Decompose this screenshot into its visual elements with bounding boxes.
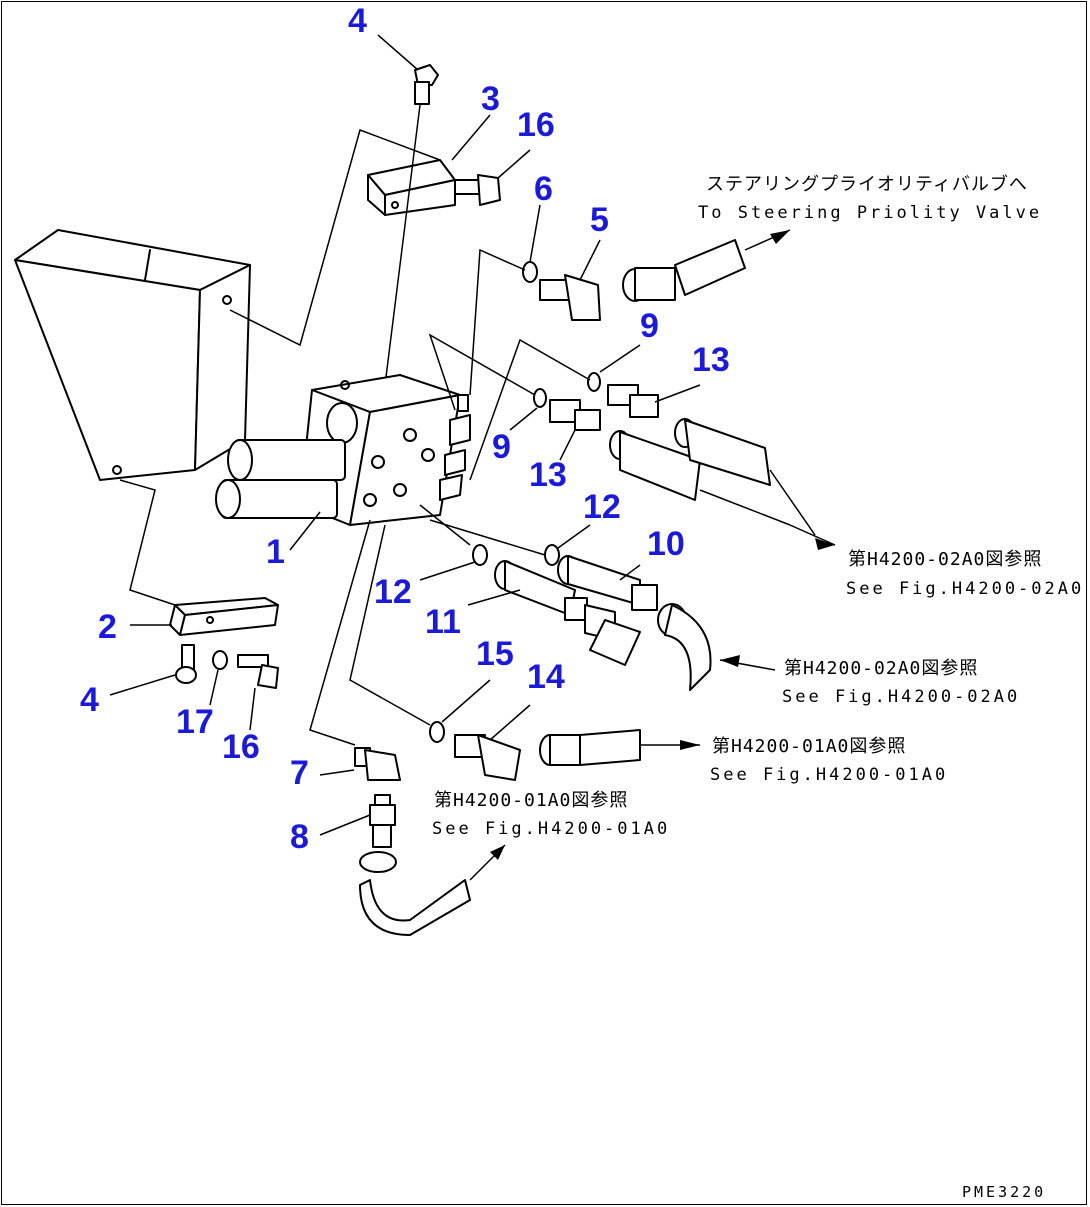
callout-11: 11 <box>425 603 461 641</box>
ref-01a0-right-jp: 第H4200-01A0図参照 <box>712 736 907 757</box>
ref-02a0-upper-jp: 第H4200-02A0図参照 <box>848 549 1043 570</box>
callout-17: 17 <box>176 703 214 741</box>
ref-02a0-lower-jp: 第H4200-02A0図参照 <box>784 658 979 679</box>
callout-13-left: 13 <box>529 456 567 494</box>
ref-01a0-lower-en: See Fig.H4200-01A0 <box>432 819 671 839</box>
port-leader-9a <box>428 333 536 411</box>
callout-2: 2 <box>98 608 117 646</box>
oring-part-12b <box>544 544 560 566</box>
valve-block-part-1 <box>215 374 471 526</box>
callout-16-bottom: 16 <box>222 728 260 766</box>
callout-7: 7 <box>290 754 309 792</box>
washer-part-17 <box>212 650 228 670</box>
oring-part-6 <box>522 261 538 283</box>
callout-16-top: 16 <box>517 106 555 144</box>
callout-4-bottom: 4 <box>80 681 99 719</box>
callout-1: 1 <box>266 533 285 571</box>
ref-01a0-lower-jp: 第H4200-01A0図参照 <box>434 790 629 811</box>
elbow-part-5 <box>539 274 601 321</box>
callout-5: 5 <box>590 201 609 239</box>
cover-box <box>14 229 251 481</box>
callout-14: 14 <box>527 658 565 696</box>
callout-12-left: 12 <box>374 573 412 611</box>
callout-4-top: 4 <box>348 2 367 40</box>
hose-lower <box>359 844 506 936</box>
callout-leaders <box>109 34 701 836</box>
callout-15: 15 <box>476 635 514 673</box>
bolt-part-4-bottom <box>175 644 197 684</box>
callout-9-right: 9 <box>640 307 659 345</box>
hose-part-10 <box>557 555 712 691</box>
fitting-part-13b <box>607 384 659 418</box>
callout-6: 6 <box>534 170 553 208</box>
bracket-part-2 <box>169 597 279 636</box>
hose-pair-upper <box>609 418 836 550</box>
bolt-part-4-top <box>384 64 439 386</box>
callout-13-right: 13 <box>692 341 730 379</box>
ref-02a0-lower-en: See Fig.H4200-02A0 <box>782 687 1021 707</box>
port-leader-7 <box>309 519 371 746</box>
port-leader-15 <box>349 524 431 726</box>
elbow-part-7 <box>354 747 401 781</box>
oring-part-9b <box>587 372 601 392</box>
elbow-part-14 <box>454 734 521 781</box>
hose-to-steering <box>622 229 791 302</box>
callout-9-left: 9 <box>492 428 511 466</box>
callout-8: 8 <box>290 818 309 856</box>
ref-02a0-upper-en: See Fig.H4200-02A0 <box>846 579 1085 599</box>
callout-12-right: 12 <box>583 488 621 526</box>
hose-to-ref3 <box>539 729 700 766</box>
callout-10: 10 <box>647 525 685 563</box>
hose-part-11 <box>494 560 641 666</box>
port-leader-6 <box>469 248 526 396</box>
steering-label-en: To Steering Priolity Valve <box>698 203 1043 223</box>
port-leader-12b <box>429 519 546 556</box>
fitting-part-13a <box>549 399 601 431</box>
oring-part-12a <box>472 544 488 566</box>
adapter-part-8 <box>369 794 396 848</box>
steering-label-jp: ステアリングプライオリティバルブへ <box>706 174 1028 195</box>
oring-part-15 <box>429 721 445 743</box>
drawing-code: PME3220 <box>962 1183 1047 1201</box>
callout-3: 3 <box>481 80 500 118</box>
ref-01a0-right-en: See Fig.H4200-01A0 <box>710 765 949 785</box>
bolt-part-16-top <box>454 174 501 206</box>
bolt-part-16-bottom <box>237 654 279 689</box>
oring-part-9a <box>533 388 547 408</box>
port-leader-9b <box>469 338 591 481</box>
cover-leader-bottom <box>119 479 176 606</box>
cover-leader-top <box>229 129 441 347</box>
